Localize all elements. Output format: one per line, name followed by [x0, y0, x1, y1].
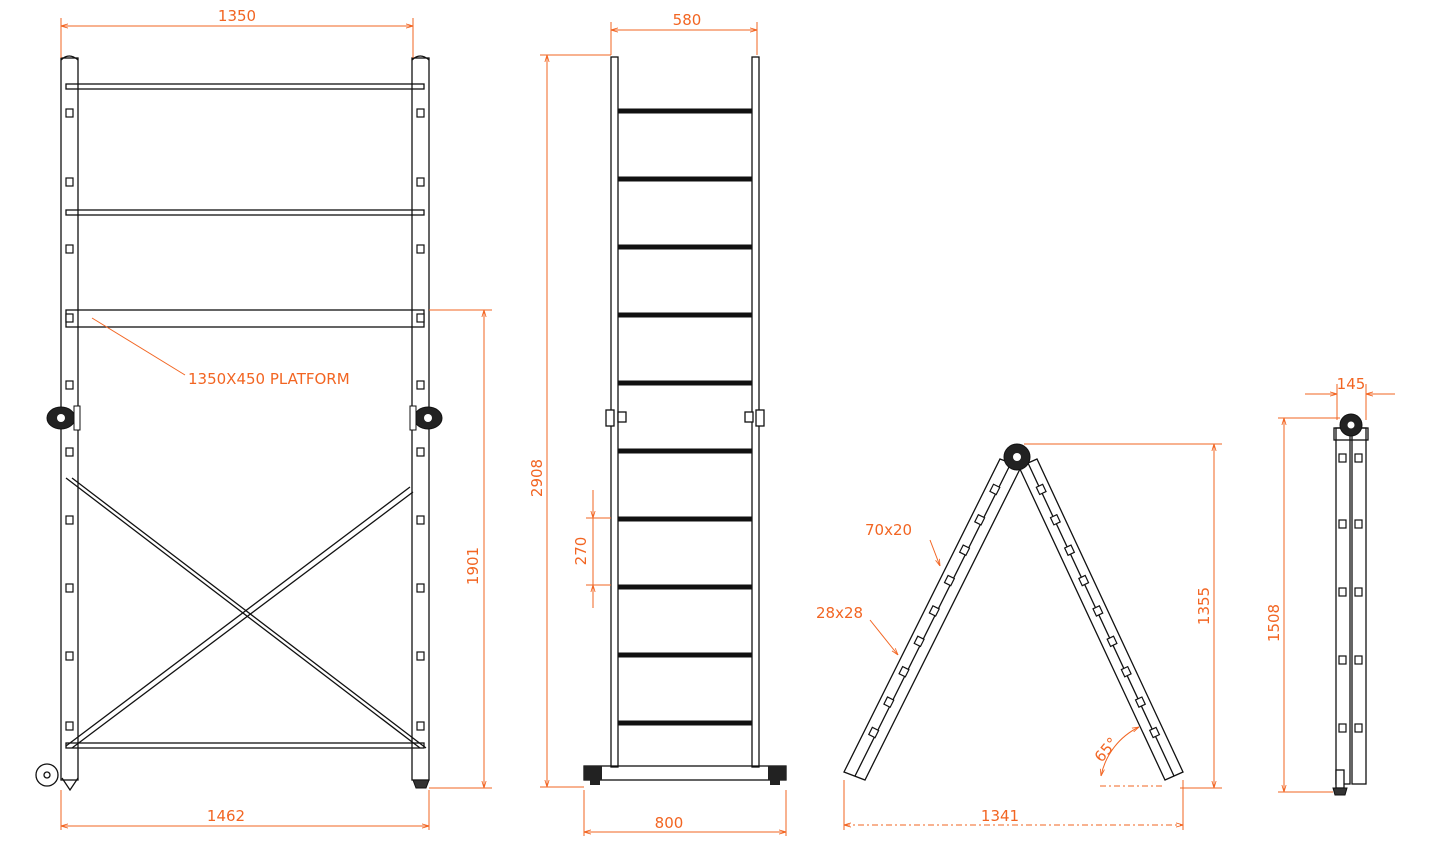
rung-section: 28x28: [816, 604, 863, 622]
scaffold-left-hinge: [46, 405, 81, 431]
post-hole: [416, 177, 425, 187]
folded-hole: [1338, 723, 1347, 733]
folded-hinge: [1339, 413, 1363, 437]
post-hole: [65, 313, 74, 323]
ladder-right-lock: [755, 409, 765, 427]
post-hole: [416, 244, 425, 254]
scaffold-view: 1350 1350X450 PLATFORM 1901 1462: [35, 7, 492, 830]
a-frame-right-leg: [1018, 458, 1184, 781]
folded-hole: [1338, 453, 1347, 463]
rail-section: 70x20: [865, 521, 912, 539]
post-hole: [65, 447, 74, 457]
post-hole: [416, 380, 425, 390]
post-hole: [416, 651, 425, 661]
leg-hole: [973, 513, 986, 526]
ladder-stabilizer-bar: [583, 765, 787, 781]
leg-hole: [898, 665, 910, 678]
ladder-rungs: [618, 108, 752, 726]
a-frame-holes: [867, 483, 1161, 739]
scaffold-left-holes: [65, 108, 74, 731]
rung-spacing: 270: [572, 537, 590, 566]
post-hole: [65, 108, 74, 118]
leg-hole: [1092, 605, 1104, 617]
leg-hole: [1106, 635, 1118, 648]
scaffold-right-cap: [411, 55, 430, 61]
leg-hole: [913, 635, 925, 648]
post-hole: [65, 380, 74, 390]
scaffold-mid-rail: [65, 209, 425, 216]
leg-hole: [1063, 544, 1076, 557]
folded-hole: [1354, 587, 1363, 597]
post-hole: [416, 721, 425, 731]
folded-hole: [1354, 453, 1363, 463]
folded-hole: [1338, 655, 1347, 665]
scaffold-right-holes: [416, 108, 425, 731]
leg-hole: [1134, 696, 1147, 709]
scaffold-wheel: [35, 763, 59, 787]
ladder-height: 2908: [528, 459, 546, 497]
platform-label: 1350X450 PLATFORM: [188, 370, 350, 388]
leg-hole: [958, 544, 971, 557]
a-frame-span: 1341: [981, 807, 1019, 825]
post-hole: [416, 515, 425, 525]
a-frame-height: 1355: [1195, 587, 1213, 625]
leg-hole: [943, 574, 956, 587]
post-hole: [65, 244, 74, 254]
leg-hole: [1049, 513, 1062, 526]
leg-hole: [1078, 574, 1090, 587]
post-hole: [65, 177, 74, 187]
folded-foot: [1332, 787, 1348, 796]
folded-height: 1508: [1265, 604, 1283, 642]
leg-hole: [883, 696, 895, 709]
folded-hole: [1354, 519, 1363, 529]
folded-holes: [1338, 453, 1363, 733]
leg-hole: [1148, 726, 1161, 739]
rail-section-leader: [929, 539, 940, 566]
rung-section-leader: [869, 619, 898, 655]
scaffold-left-cap: [60, 55, 79, 61]
post-hole: [416, 313, 425, 323]
scaffold-base-width: 1462: [207, 807, 245, 825]
folded-hole: [1338, 587, 1347, 597]
scaffold-brace-2: [65, 486, 411, 747]
post-hole: [65, 583, 74, 593]
scaffold-right-hinge: [409, 405, 443, 431]
platform-leader: [91, 317, 186, 376]
post-hole: [65, 515, 74, 525]
scaffold-platform: [65, 309, 425, 328]
ladder-base-width: 800: [655, 814, 684, 832]
leg-hole: [867, 726, 880, 739]
leg-hole: [1035, 483, 1047, 496]
platform-height: 1901: [464, 547, 482, 585]
post-hole: [416, 447, 425, 457]
a-frame-angle: 65°: [1091, 734, 1122, 766]
scaffold-top-width: 1350: [218, 7, 256, 25]
scaffold-top-rail: [65, 83, 425, 90]
scaffold-right-foot: [412, 779, 430, 789]
folded-hole: [1338, 519, 1347, 529]
leg-hole: [1120, 665, 1132, 678]
a-frame-hinge: [1003, 443, 1031, 471]
straight-ladder-view: 580 2908 270 800: [528, 11, 787, 836]
leg-hole: [928, 604, 940, 617]
post-hole: [416, 583, 425, 593]
leg-hole: [989, 483, 1001, 496]
folded-view: 145 1508: [1265, 375, 1395, 796]
scaffold-left-foot: [61, 777, 79, 792]
scaffold-bottom-rail: [65, 742, 425, 749]
post-hole: [416, 108, 425, 118]
post-hole: [65, 651, 74, 661]
post-hole: [65, 721, 74, 731]
folded-hole: [1354, 655, 1363, 665]
ladder-width: 580: [673, 11, 702, 29]
a-frame-view: 1355 1341 70x20 28x28 65°: [816, 443, 1222, 830]
folded-width: 145: [1337, 375, 1366, 393]
folded-hole: [1354, 723, 1363, 733]
ladder-left-lock: [605, 409, 615, 427]
a-frame-angle-arc: [1101, 727, 1139, 776]
